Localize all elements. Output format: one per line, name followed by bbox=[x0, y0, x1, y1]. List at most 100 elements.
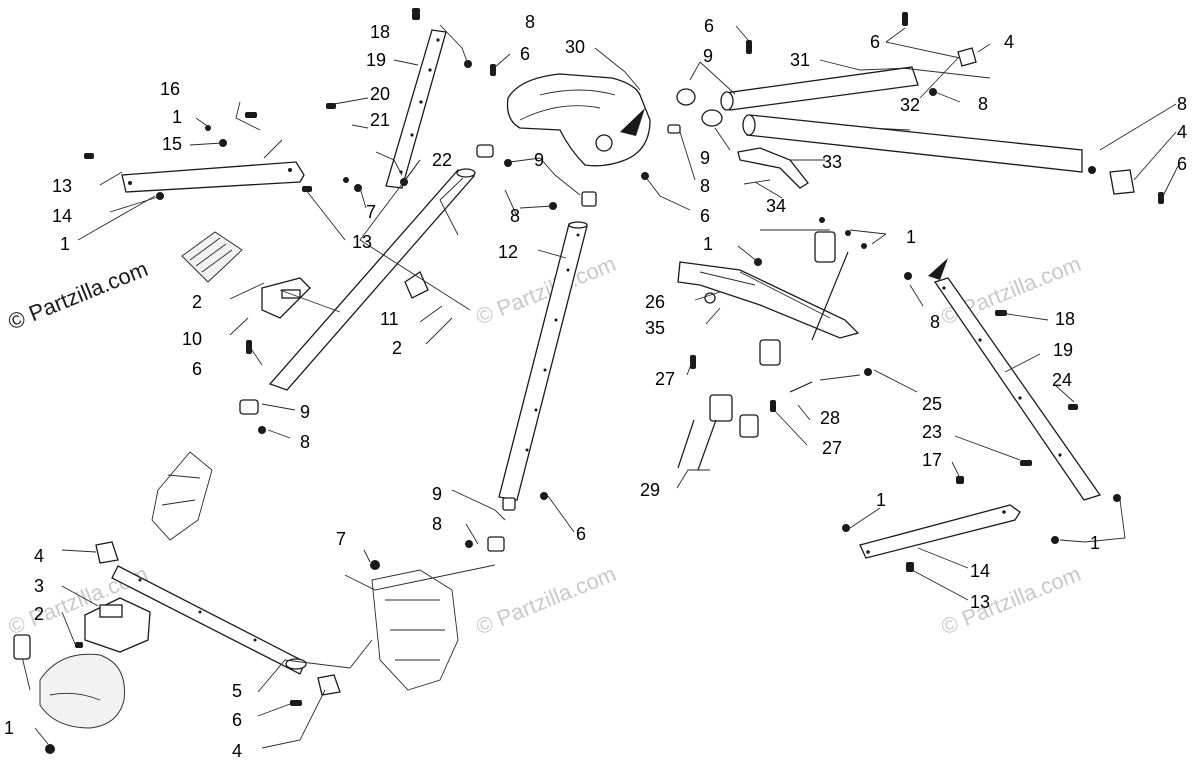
callout-8: 8 bbox=[700, 176, 710, 196]
callout-24: 24 bbox=[1052, 370, 1072, 390]
callout-6: 6 bbox=[192, 359, 202, 379]
mount-assembly bbox=[709, 229, 861, 438]
callout-28: 28 bbox=[820, 408, 840, 428]
callout-1: 1 bbox=[4, 718, 14, 738]
callout-21: 21 bbox=[370, 110, 390, 130]
brace-19-left bbox=[385, 29, 447, 189]
callout-4: 4 bbox=[1177, 122, 1187, 142]
callout-27: 27 bbox=[822, 438, 842, 458]
callout-5: 5 bbox=[232, 681, 242, 701]
callout-7: 7 bbox=[366, 202, 376, 222]
clip-4-lower-right bbox=[317, 674, 341, 696]
tube-32 bbox=[742, 114, 1083, 173]
callout-3: 3 bbox=[34, 576, 44, 596]
watermark: © Partzilla.com bbox=[473, 561, 620, 640]
callout-14: 14 bbox=[970, 561, 990, 581]
callout-1: 1 bbox=[60, 234, 70, 254]
callout-4: 4 bbox=[34, 546, 44, 566]
callout-9: 9 bbox=[300, 402, 310, 422]
callout-14: 14 bbox=[52, 206, 72, 226]
callout-8: 8 bbox=[510, 206, 520, 226]
callout-17: 17 bbox=[922, 450, 942, 470]
brace-14-right bbox=[859, 504, 1021, 559]
tube-12-left bbox=[268, 168, 476, 391]
callout-19: 19 bbox=[366, 50, 386, 70]
callout-8: 8 bbox=[930, 312, 940, 332]
callout-9: 9 bbox=[703, 46, 713, 66]
callout-8: 8 bbox=[978, 94, 988, 114]
callout-6: 6 bbox=[232, 710, 242, 730]
hardware bbox=[45, 8, 1164, 754]
actuator-assembly bbox=[13, 634, 125, 729]
callout-11: 11 bbox=[380, 309, 399, 329]
callout-6: 6 bbox=[700, 206, 710, 226]
callout-15: 15 bbox=[162, 134, 182, 154]
long-bolts bbox=[677, 251, 849, 471]
callout-13: 13 bbox=[352, 232, 372, 252]
callout-13: 13 bbox=[52, 176, 72, 196]
callout-19: 19 bbox=[1053, 340, 1073, 360]
tube-31 bbox=[720, 66, 919, 111]
callout-33: 33 bbox=[822, 152, 842, 172]
clip-4-lower-left bbox=[95, 541, 119, 564]
callout-1: 1 bbox=[703, 234, 713, 254]
upper-joint-bracket-30 bbox=[506, 73, 651, 167]
callout-6: 6 bbox=[1177, 154, 1187, 174]
callout-6: 6 bbox=[520, 44, 530, 64]
callout-35: 35 bbox=[645, 318, 665, 338]
callout-8: 8 bbox=[300, 432, 310, 452]
callout-4: 4 bbox=[1004, 32, 1014, 52]
frame-section-left bbox=[151, 451, 213, 541]
callout-1: 1 bbox=[172, 107, 182, 127]
callout-6: 6 bbox=[576, 524, 586, 544]
callout-9: 9 bbox=[534, 150, 544, 170]
tube-12-right bbox=[498, 221, 588, 501]
callout-27: 27 bbox=[655, 369, 675, 389]
callout-6: 6 bbox=[704, 16, 714, 36]
callout-20: 20 bbox=[370, 84, 390, 104]
connector-block-10 bbox=[181, 231, 311, 319]
callout-23: 23 bbox=[922, 422, 942, 442]
callout-1: 1 bbox=[906, 227, 916, 247]
frame-section-center bbox=[371, 569, 459, 691]
callout-4: 4 bbox=[232, 741, 242, 761]
bracket-3 bbox=[84, 597, 151, 653]
callout-18: 18 bbox=[370, 22, 390, 42]
cross-member-26 bbox=[677, 261, 860, 339]
callout-30: 30 bbox=[565, 37, 585, 57]
callout-1: 1 bbox=[876, 490, 886, 510]
callout-34: 34 bbox=[766, 196, 786, 216]
callout-25: 25 bbox=[922, 394, 942, 414]
callout-labels: 18 8 19 6 30 6 6 4 9 31 16 20 8 32 8 1 2… bbox=[4, 12, 1187, 761]
callout-22: 22 bbox=[432, 150, 452, 170]
callout-8: 8 bbox=[432, 514, 442, 534]
callout-2: 2 bbox=[192, 292, 202, 312]
callout-16: 16 bbox=[160, 79, 180, 99]
callout-32: 32 bbox=[900, 95, 920, 115]
callout-8: 8 bbox=[1177, 94, 1187, 114]
brace-19-right bbox=[928, 258, 1102, 501]
callout-10: 10 bbox=[182, 329, 202, 349]
brace-14-left bbox=[121, 161, 305, 193]
leader-lines bbox=[34, 24, 1179, 749]
callout-2: 2 bbox=[34, 604, 44, 624]
callout-6: 6 bbox=[870, 32, 880, 52]
clip-4-right bbox=[1109, 169, 1135, 195]
watermark-main: © Partzilla.com bbox=[5, 256, 152, 335]
clamp-33 bbox=[737, 147, 809, 189]
callout-26: 26 bbox=[645, 292, 665, 312]
callout-31: 31 bbox=[790, 50, 810, 70]
callout-12: 12 bbox=[498, 242, 518, 262]
callout-8: 8 bbox=[525, 12, 535, 32]
clip-4-top bbox=[957, 47, 977, 67]
callout-13: 13 bbox=[970, 592, 990, 612]
fittings bbox=[239, 144, 597, 552]
callout-9: 9 bbox=[432, 484, 442, 504]
callout-1: 1 bbox=[1090, 533, 1100, 553]
callout-29: 29 bbox=[640, 480, 660, 500]
callout-18: 18 bbox=[1055, 309, 1075, 329]
tube-5 bbox=[111, 565, 307, 675]
watermark-group: © Partzilla.com © Partzilla.com © Partzi… bbox=[5, 251, 1085, 640]
sleeves-9 bbox=[667, 88, 723, 134]
